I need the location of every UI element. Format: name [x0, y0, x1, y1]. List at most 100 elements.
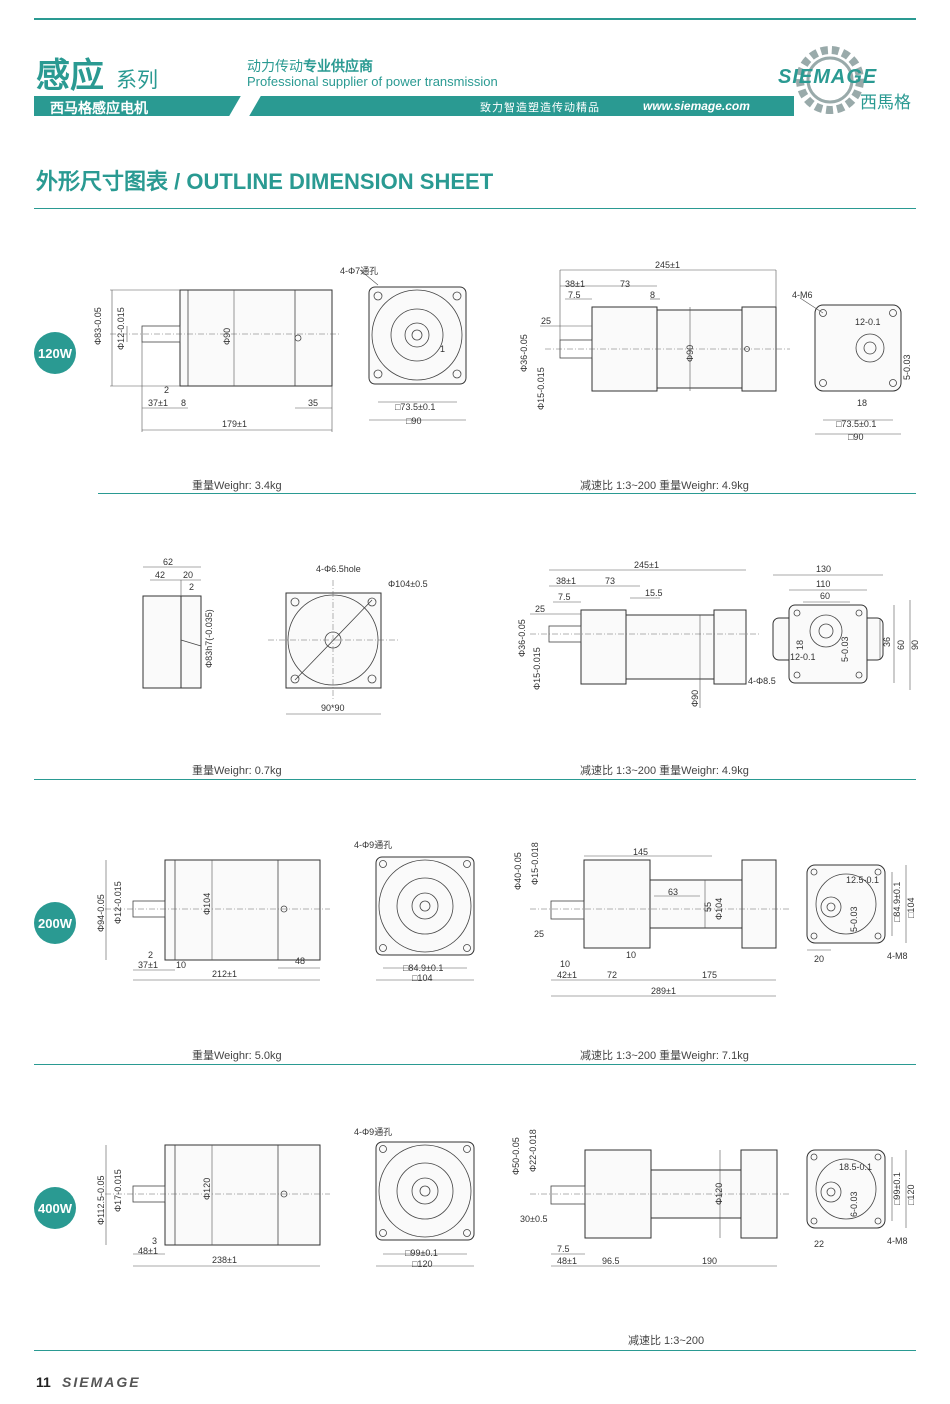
dim-label: 60: [820, 591, 830, 601]
dim-label: □73.5±0.1: [395, 402, 435, 412]
dim-label: 42±1: [557, 970, 577, 980]
dim-label: 4-Φ9通孔: [354, 1127, 392, 1137]
dim-label: Φ112.5-0.05: [96, 1175, 106, 1225]
dim-label: Φ22-0.018: [528, 1129, 538, 1172]
dim-label: Φ15-0.018: [530, 842, 540, 885]
power-badge-120w: 120W: [34, 332, 76, 374]
dim-label: 212±1: [212, 969, 237, 979]
dim-label: 90: [910, 640, 920, 650]
dim-label: 190: [702, 1256, 717, 1266]
series-suffix: 系列: [116, 69, 158, 92]
dim-label: 18: [795, 640, 805, 650]
dim-label: 22: [814, 1239, 824, 1249]
dim-label: □90: [848, 432, 863, 442]
dim-label: 30±0.5: [520, 1214, 547, 1224]
dim-label: 36: [882, 637, 892, 647]
dim-label: Φ90: [222, 328, 232, 345]
dim-label: 110: [816, 579, 830, 589]
dim-label: 245±1: [634, 560, 659, 570]
dim-label: 4-M8: [887, 951, 908, 961]
dim-label: 130: [816, 564, 831, 574]
dim-label: Φ17-0.015: [113, 1169, 123, 1212]
gear-icon: [796, 46, 864, 114]
motor-front-view-400w: 4-Φ9通孔 □99±0.1 □120: [354, 1127, 475, 1269]
weight-label: 重量Weighr: 0.7kg: [192, 765, 282, 777]
dim-label: 72: [607, 970, 617, 980]
row-divider: [34, 1064, 916, 1065]
dim-label: 35: [308, 398, 318, 408]
dim-label: □120: [412, 1259, 432, 1269]
dim-label: 42: [155, 570, 165, 580]
dim-label: □84.9±0.1: [403, 963, 443, 973]
dim-label: Φ83h7(-0.035): [204, 609, 214, 668]
dim-label: Φ12-0.015: [113, 881, 123, 924]
dim-label: 4-M8: [887, 1236, 908, 1246]
page-number: 11: [36, 1374, 51, 1390]
dim-label: 4-Φ6.5hole: [316, 564, 361, 574]
dim-label: 7.5: [568, 290, 581, 300]
dim-label: 3: [152, 1236, 157, 1246]
gearmotor-side-view-row2: 245±1 38±1 73 7.5 15.5 25 Φ36-0.05 Φ15-0…: [517, 560, 760, 708]
dim-label: 1: [440, 344, 445, 354]
flange-front-view: 4-Φ6.5hole Φ104±0.5 90*90: [268, 564, 428, 715]
dim-label: 5-0.03: [902, 354, 912, 380]
dim-label: 289±1: [651, 986, 676, 996]
footer-logo: SIEMAGE: [62, 1374, 141, 1390]
dim-label: □99±0.1: [405, 1248, 438, 1258]
dim-label: 4-Φ8.5: [748, 676, 776, 686]
dim-label: Φ83-0.05: [93, 307, 103, 345]
header-bar-text: 西马格感应电机: [50, 100, 148, 116]
dim-label: 25: [541, 316, 551, 326]
dim-label: 10: [176, 960, 186, 970]
dim-label: 48±1: [557, 1256, 577, 1266]
dim-label: 7.5: [558, 592, 571, 602]
dim-label: 60: [896, 640, 906, 650]
dim-label: Φ12-0.015: [116, 307, 126, 350]
dim-label: 20: [183, 570, 193, 580]
dim-label: 38±1: [556, 576, 576, 586]
dim-label: Φ15-0.015: [536, 367, 546, 410]
dim-label: □90: [406, 416, 421, 426]
dim-label: 8: [650, 290, 655, 300]
dim-label: 37±1: [138, 960, 158, 970]
dim-label: 7.5: [557, 1244, 570, 1254]
dim-label: 6-0.03: [849, 1191, 859, 1217]
dim-label: 2: [148, 950, 153, 960]
flange-side-view: 62 42 20 2 Φ83h7(-0.035): [142, 557, 214, 689]
dim-label: 245±1: [655, 260, 680, 270]
dim-label: 73: [605, 576, 615, 586]
top-rule: [34, 18, 916, 20]
dim-label: 12.5-0.1: [846, 875, 879, 885]
weight-label: 减速比 1:3~200 重量Weighr: 7.1kg: [580, 1050, 749, 1062]
tagline-en: Professional supplier of power transmiss…: [247, 74, 498, 89]
dim-label: 4-Φ9通孔: [354, 840, 392, 850]
motor-side-view-400w: Φ112.5-0.05 Φ17-0.015 Φ120 3 48±1 238±1: [96, 1144, 330, 1267]
dim-label: 20: [814, 954, 824, 964]
logo: SIEMAGE: [778, 66, 878, 88]
dim-label: 55: [703, 902, 713, 912]
dim-label: 37±1: [148, 398, 168, 408]
dim-label: □104: [412, 973, 432, 983]
website-link[interactable]: www.siemage.com: [643, 99, 750, 113]
dim-label: Φ104: [714, 898, 724, 920]
dim-label: 4-M6: [792, 290, 813, 300]
logo-cn: 西馬格: [860, 93, 911, 113]
dim-label: 4-Φ7通孔: [340, 266, 378, 276]
dim-label: 25: [535, 604, 545, 614]
dim-label: 18: [857, 398, 867, 408]
dim-label: 5-0.03: [840, 636, 850, 662]
dim-label: 8: [181, 398, 186, 408]
gearmotor-front-view-200w: 12.5-0.1 5-0.03 □84.9±0.1 □104 20 4-M8: [806, 864, 916, 964]
dim-label: 96.5: [602, 1256, 620, 1266]
tagline-cn: 动力传动专业供应商: [247, 58, 373, 74]
dim-label: 145: [633, 847, 648, 857]
dim-label: 12-0.1: [855, 317, 881, 327]
header-bar: [34, 96, 794, 116]
dim-label: Φ90: [690, 690, 700, 707]
gearmotor-side-view-120w: 245±1 38±1 73 7.5 8 25 Φ36-0.05 Φ15-0.01…: [519, 260, 790, 410]
dim-label: Φ104±0.5: [388, 579, 428, 589]
dim-label: 2: [189, 582, 194, 592]
motor-front-view-120w: 4-Φ7通孔 □73.5±0.1 □90 1: [340, 266, 467, 426]
dim-label: Φ36-0.05: [519, 334, 529, 372]
